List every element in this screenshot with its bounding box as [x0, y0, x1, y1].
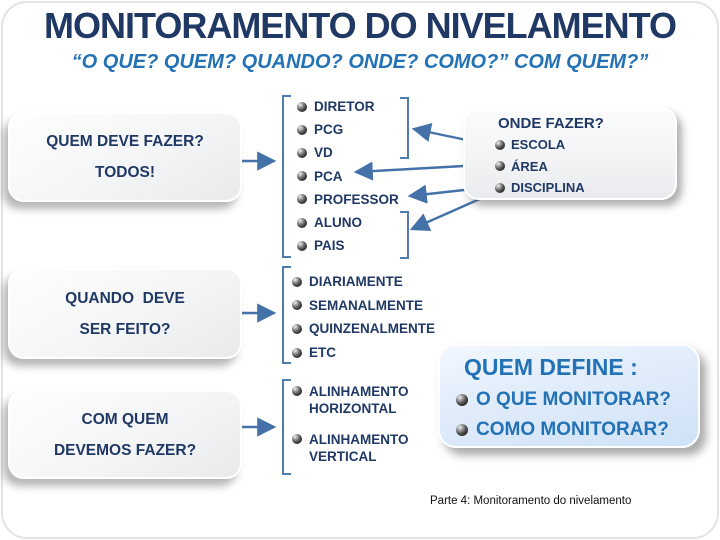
list-item-label: PCG — [314, 122, 344, 138]
list-who: DIRETOR PCG VD PCA PROFESSOR ALUNO PAIS — [297, 95, 399, 257]
sphere-bullet-icon — [495, 182, 505, 193]
question-box-line: TODOS! — [95, 164, 155, 181]
sphere-bullet-icon — [292, 386, 302, 396]
bracket-how-left — [282, 379, 291, 475]
quem-define-title: QUEM DEFINE : — [464, 354, 638, 380]
quem-define-box: QUEM DEFINE : O QUE MONITORAR? COMO MONI… — [438, 344, 700, 448]
bracket-who-bottom-right — [400, 211, 409, 259]
sphere-bullet-icon — [456, 424, 468, 436]
list-item: PCA — [297, 165, 399, 188]
sphere-bullet-icon — [292, 276, 302, 287]
list-item: PCG — [297, 118, 399, 141]
list-item: PROFESSOR — [297, 188, 399, 211]
list-item-label: ALINHAMENTO VERTICAL — [309, 432, 409, 464]
list-item-label: COMO MONITORAR? — [476, 419, 669, 440]
question-box-line: SER FEITO? — [79, 320, 171, 338]
sphere-bullet-icon — [495, 139, 505, 150]
list-onde: ESCOLA ÁREA DISCIPLINA — [495, 134, 675, 199]
list-item-label: DIARIAMENTE — [309, 274, 403, 290]
question-box-com-quem-devemos-fazer: COM QUEM DEVEMOS FAZER? — [8, 390, 242, 479]
list-item: ETC — [292, 341, 435, 365]
sphere-bullet-icon — [292, 347, 302, 358]
list-item: COMO MONITORAR? — [456, 415, 698, 445]
list-item: ALUNO — [297, 211, 399, 234]
list-item: DIRETOR — [297, 95, 399, 118]
list-item: O QUE MONITORAR? — [456, 385, 698, 415]
footer-caption: Parte 4: Monitoramento do nivelamento — [430, 495, 632, 507]
list-item-label: PCA — [314, 168, 343, 184]
list-item-label: ETC — [309, 345, 336, 361]
question-box-line: QUANDO DEVE — [65, 289, 185, 307]
sphere-bullet-icon — [297, 240, 307, 251]
question-box-quem-deve-fazer: QUEM DEVE FAZER? TODOS! — [8, 112, 242, 202]
slide-subtitle: “O QUE? QUEM? QUANDO? ONDE? COMO?” COM Q… — [71, 51, 649, 73]
list-item: ESCOLA — [495, 134, 675, 156]
list-item-label: PROFESSOR — [314, 191, 399, 207]
list-item-label: ESCOLA — [511, 137, 566, 153]
list-item: SEMANALMENTE — [292, 294, 435, 318]
sphere-bullet-icon — [456, 394, 468, 406]
onde-fazer-box: ONDE FAZER? ESCOLA ÁREA DISCIPLINA — [463, 107, 677, 200]
list-item-label: SEMANALMENTE — [309, 297, 423, 313]
list-item: QUINZENALMENTE — [292, 317, 435, 341]
list-item-label: QUINZENALMENTE — [309, 321, 435, 337]
list-when: DIARIAMENTE SEMANALMENTE QUINZENALMENTE … — [292, 270, 435, 364]
list-item: ALINHAMENTO VERTICAL — [292, 431, 426, 465]
sphere-bullet-icon — [297, 101, 307, 112]
question-box-quando-deve-ser-feito: QUANDO DEVE SER FEITO? — [8, 268, 242, 359]
sphere-bullet-icon — [495, 161, 505, 172]
list-item-label: DIRETOR — [314, 99, 375, 115]
sphere-bullet-icon — [292, 300, 302, 311]
bracket-who-top-right — [400, 97, 409, 159]
list-how: ALINHAMENTO HORIZONTAL ALINHAMENTO VERTI… — [292, 383, 426, 479]
list-item: ALINHAMENTO HORIZONTAL — [292, 383, 426, 417]
list-item-label: O QUE MONITORAR? — [476, 389, 671, 410]
list-item-label: ALUNO — [314, 215, 362, 231]
list-item: DIARIAMENTE — [292, 270, 435, 294]
sphere-bullet-icon — [297, 147, 307, 158]
list-item: PAIS — [297, 234, 399, 257]
list-item-label: DISCIPLINA — [511, 180, 585, 196]
list-define: O QUE MONITORAR? COMO MONITORAR? — [456, 385, 698, 445]
question-box-line: COM QUEM — [81, 410, 169, 428]
question-box-line: DEVEMOS FAZER? — [53, 441, 197, 459]
list-item-label: VD — [314, 145, 333, 161]
list-item-label: PAIS — [314, 238, 345, 254]
bracket-when-left — [282, 266, 291, 364]
sphere-bullet-icon — [297, 171, 307, 182]
list-item: ÁREA — [495, 156, 675, 178]
question-box-line: QUEM DEVE FAZER? — [46, 133, 204, 150]
bracket-who-left — [282, 95, 291, 258]
sphere-bullet-icon — [297, 217, 307, 228]
sphere-bullet-icon — [297, 194, 307, 205]
slide-title: MONITORAMENTO DO NIVELAMENTO — [43, 5, 677, 46]
onde-fazer-title: ONDE FAZER? — [498, 115, 604, 132]
sphere-bullet-icon — [292, 323, 302, 334]
sphere-bullet-icon — [292, 434, 302, 444]
list-item-label: ALINHAMENTO HORIZONTAL — [309, 384, 409, 416]
sphere-bullet-icon — [297, 124, 307, 135]
list-item-label: ÁREA — [511, 158, 548, 174]
list-item: DISCIPLINA — [495, 177, 675, 199]
list-item: VD — [297, 141, 399, 164]
